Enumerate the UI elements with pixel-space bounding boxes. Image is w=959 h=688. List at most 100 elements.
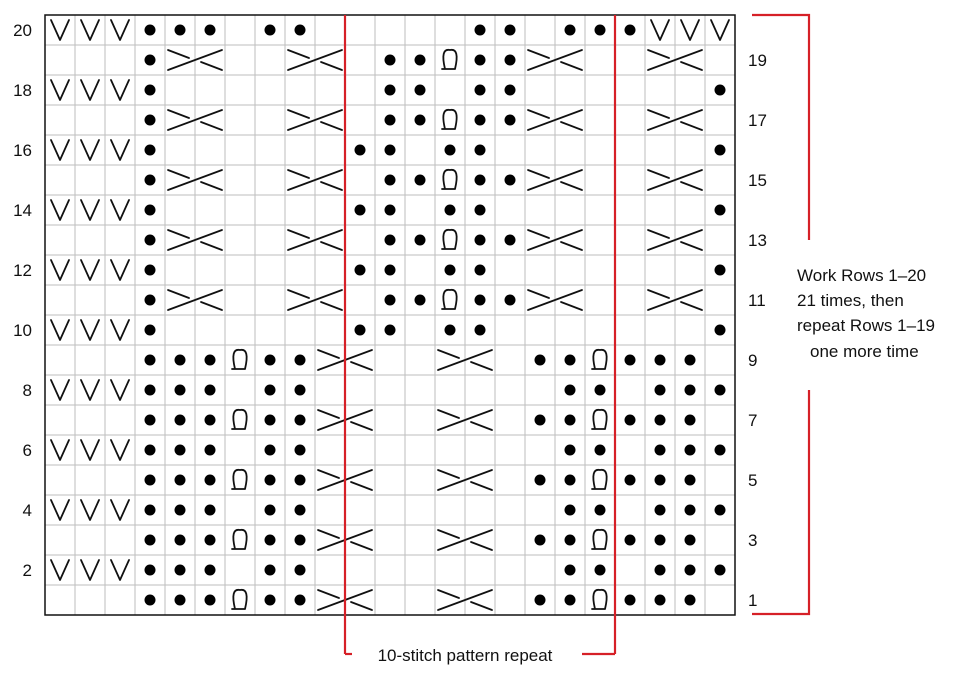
cable-cross-icon xyxy=(317,349,373,371)
purl-dot-icon xyxy=(174,474,186,486)
v-symbol-icon xyxy=(50,499,70,521)
cable-cross-icon xyxy=(527,229,583,251)
chart-symbols xyxy=(50,19,730,611)
purl-dot-icon xyxy=(384,294,396,306)
v-symbol-icon xyxy=(110,259,130,281)
v-symbol-icon xyxy=(50,139,70,161)
purl-dot-icon xyxy=(684,594,696,606)
cable-cross-icon xyxy=(647,49,703,71)
right-row-label: 11 xyxy=(748,291,766,310)
cable-cross-icon xyxy=(167,49,223,71)
purl-dot-icon xyxy=(174,594,186,606)
purl-dot-icon xyxy=(204,504,216,516)
purl-dot-icon xyxy=(594,24,606,36)
purl-dot-icon xyxy=(474,324,486,336)
purl-dot-icon xyxy=(264,444,276,456)
left-row-label: 8 xyxy=(23,381,32,400)
left-row-label: 18 xyxy=(13,81,32,100)
purl-dot-icon xyxy=(384,264,396,276)
cable-cross-icon xyxy=(437,409,493,431)
cable-cross-icon xyxy=(527,49,583,71)
cable-cross-icon xyxy=(287,289,343,311)
v-symbol-icon xyxy=(80,79,100,101)
cable-cross-icon xyxy=(287,169,343,191)
purl-dot-icon xyxy=(294,504,306,516)
v-symbol-icon xyxy=(110,379,130,401)
purl-dot-icon xyxy=(534,354,546,366)
note-bracket-bottom xyxy=(752,390,811,616)
cable-cross-icon xyxy=(527,109,583,131)
purl-dot-icon xyxy=(444,264,456,276)
right-row-label: 3 xyxy=(748,531,757,550)
v-symbol-icon xyxy=(80,19,100,41)
cable-cross-icon xyxy=(647,229,703,251)
cable-cross-icon xyxy=(167,49,223,71)
cable-cross-icon xyxy=(437,349,493,371)
purl-dot-icon xyxy=(564,24,576,36)
purl-dot-icon xyxy=(264,564,276,576)
purl-dot-icon xyxy=(294,414,306,426)
v-symbol-icon xyxy=(50,559,70,581)
purl-dot-icon xyxy=(714,144,726,156)
purl-dot-icon xyxy=(264,414,276,426)
purl-dot-icon xyxy=(144,144,156,156)
purl-dot-icon xyxy=(174,534,186,546)
right-row-label: 9 xyxy=(748,351,757,370)
cable-cross-icon xyxy=(287,109,343,131)
v-symbol-icon xyxy=(110,139,130,161)
v-symbol-icon xyxy=(710,19,730,41)
purl-dot-icon xyxy=(474,174,486,186)
purl-dot-icon xyxy=(504,24,516,36)
v-symbol-icon xyxy=(110,559,130,581)
purl-dot-icon xyxy=(444,204,456,216)
purl-dot-icon xyxy=(144,474,156,486)
v-symbol-icon xyxy=(110,19,130,41)
chart-grid xyxy=(44,14,736,616)
purl-dot-icon xyxy=(384,114,396,126)
purl-dot-icon xyxy=(414,174,426,186)
purl-dot-icon xyxy=(594,564,606,576)
cable-cross-icon xyxy=(647,229,703,251)
v-symbol-icon xyxy=(50,19,70,41)
purl-dot-icon xyxy=(144,384,156,396)
purl-dot-icon xyxy=(144,414,156,426)
purl-dot-icon xyxy=(474,114,486,126)
purl-dot-icon xyxy=(654,354,666,366)
note-line-4: one more time xyxy=(810,342,919,361)
purl-dot-icon xyxy=(144,204,156,216)
purl-dot-icon xyxy=(414,234,426,246)
cable-cross-icon xyxy=(317,589,373,611)
right-row-label: 15 xyxy=(748,171,767,190)
twisted-loop-icon xyxy=(441,228,458,250)
twisted-loop-icon xyxy=(231,528,248,550)
purl-dot-icon xyxy=(714,444,726,456)
v-symbol-icon xyxy=(80,499,100,521)
purl-dot-icon xyxy=(714,324,726,336)
right-row-label: 5 xyxy=(748,471,757,490)
purl-dot-icon xyxy=(624,24,636,36)
cable-cross-icon xyxy=(647,289,703,311)
purl-dot-icon xyxy=(144,444,156,456)
purl-dot-icon xyxy=(474,294,486,306)
purl-dot-icon xyxy=(204,384,216,396)
right-row-label: 7 xyxy=(748,411,757,430)
twisted-loop-icon xyxy=(231,408,248,430)
v-symbol-icon xyxy=(110,499,130,521)
v-symbol-icon xyxy=(80,139,100,161)
cable-cross-icon xyxy=(287,289,343,311)
purl-dot-icon xyxy=(594,504,606,516)
cable-cross-icon xyxy=(437,349,493,371)
cable-cross-icon xyxy=(287,229,343,251)
cable-cross-icon xyxy=(527,49,583,71)
purl-dot-icon xyxy=(384,54,396,66)
v-symbol-icon xyxy=(50,199,70,221)
work-rows-note: Work Rows 1–20 21 times, then repeat Row… xyxy=(752,13,935,616)
purl-dot-icon xyxy=(204,594,216,606)
v-symbol-icon xyxy=(50,439,70,461)
purl-dot-icon xyxy=(504,294,516,306)
purl-dot-icon xyxy=(474,24,486,36)
purl-dot-icon xyxy=(384,324,396,336)
purl-dot-icon xyxy=(684,414,696,426)
purl-dot-icon xyxy=(144,324,156,336)
cable-cross-icon xyxy=(167,169,223,191)
